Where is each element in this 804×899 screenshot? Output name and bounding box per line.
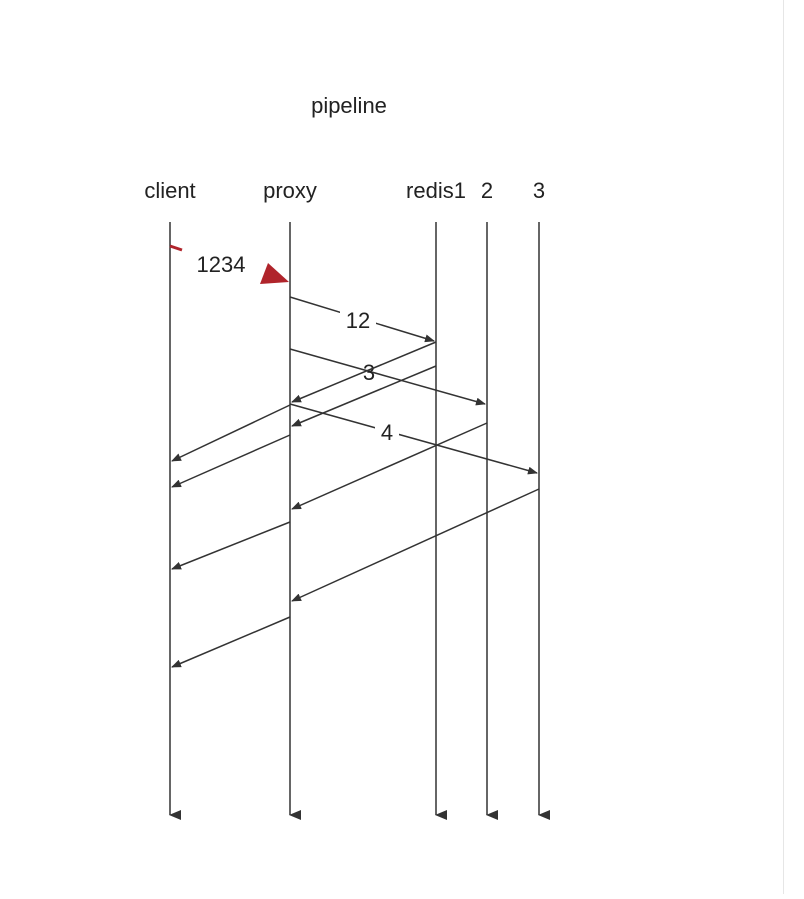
- request-1234-label: 1234: [197, 252, 246, 277]
- request-4-label-bg: [375, 418, 399, 444]
- response-redis1-proxy-a: [291, 341, 437, 403]
- request-1234-arrowhead: [260, 263, 289, 284]
- request-4-label: 4: [381, 420, 393, 445]
- lifeline-label-redis3: 3: [533, 178, 545, 203]
- request-1234-stroke: [169, 244, 183, 252]
- request-3-label: 3: [363, 360, 375, 385]
- request-12-label: 12: [346, 308, 370, 333]
- request-12-label-bg: [340, 305, 376, 331]
- lifeline-label-client: client: [144, 178, 195, 203]
- response-proxy-client-3: [171, 521, 291, 570]
- response-redis1-proxy-b: [291, 365, 437, 427]
- response-redis3-proxy: [291, 488, 540, 602]
- response-proxy-client-1: [171, 404, 291, 462]
- right-edge-divider: [783, 0, 784, 894]
- lifeline-label-proxy: proxy: [263, 178, 317, 203]
- lifeline-label-redis2: 2: [481, 178, 493, 203]
- request-3-line: [289, 348, 486, 406]
- response-proxy-client-2: [171, 434, 291, 488]
- diagram-title: pipeline: [311, 93, 387, 118]
- request-4-line: [289, 403, 538, 475]
- lifeline-label-redis1: redis1: [406, 178, 466, 203]
- response-proxy-client-4: [171, 616, 291, 668]
- response-redis2-proxy: [291, 422, 488, 510]
